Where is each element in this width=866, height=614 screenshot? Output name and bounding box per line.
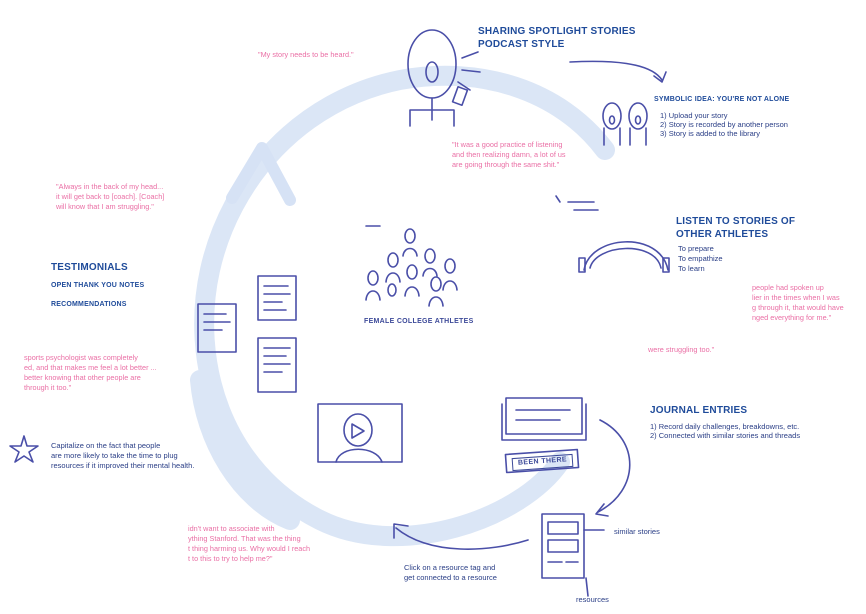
arrow-podcast-to-symbolic: [569, 60, 663, 81]
listen-title-2: OTHER ATHLETES: [676, 229, 769, 240]
cycle-arrowhead: [226, 142, 296, 206]
capitalize-2: are more likely to take the time to plug: [51, 451, 178, 460]
quote-listening-3: are going through the same shit.": [452, 160, 560, 169]
quote-psych-4: through it too.": [24, 383, 72, 392]
headphones-icon: [555, 195, 670, 273]
capitalize-1: Capitalize on the fact that people: [51, 441, 161, 450]
quote-spoken-1: people had spoken up: [752, 283, 824, 292]
quote-stanford-4: t to this to try to help me?": [188, 554, 273, 563]
speaker-icon: [407, 29, 481, 127]
listen-title-1: LISTEN TO STORIES OF: [676, 216, 796, 227]
arrow-journal-to-similar: [597, 419, 631, 513]
quote-spoken-2: lier in the times when I was: [752, 293, 840, 302]
podcast-title-2: PODCAST STYLE: [478, 39, 565, 50]
quote-coach-2: it will get back to [coach]. [Coach]: [56, 192, 165, 201]
testimonials-item-2: RECOMMENDATIONS: [51, 301, 127, 308]
center-label: FEMALE COLLEGE ATHLETES: [364, 318, 474, 325]
listen-item-3: To learn: [678, 264, 705, 273]
resources-label: resources: [576, 595, 609, 604]
two-people-icon: [602, 102, 648, 146]
star-icon: [9, 435, 39, 463]
quote-psych-2: ed, and that makes me feel a lot better …: [24, 363, 157, 372]
quote-stanford-3: t thing harming us. Why would I reach: [188, 544, 311, 553]
podcast-title-1: SHARING SPOTLIGHT STORIES: [478, 26, 636, 37]
similar-stories-label: similar stories: [614, 527, 660, 536]
symbolic-title: SYMBOLIC IDEA: YOU'RE NOT ALONE: [654, 96, 790, 103]
symbolic-step-2: 2) Story is recorded by another person: [660, 120, 788, 129]
quote-spoken-3: g through it, that would have: [752, 303, 844, 312]
arrow-similar-to-resource: [395, 527, 529, 550]
symbolic-step-1: 1) Upload your story: [660, 111, 728, 120]
cycle-circle-lower: [190, 370, 300, 530]
crowd-icon: [365, 225, 458, 307]
quote-spoken-4: nged everything for me.": [752, 313, 832, 322]
capitalize-3: resources if it improved their mental he…: [51, 461, 195, 470]
quote-listening-2: and then realizing damn, a lot of us: [452, 150, 566, 159]
symbolic-step-3: 3) Story is added to the library: [660, 129, 761, 138]
quote-heard: "My story needs to be heard.": [258, 50, 354, 59]
notes-icon: [197, 275, 297, 393]
quote-struggling: were struggling too.": [648, 345, 715, 354]
quote-psych-3: better knowing that other people are: [24, 373, 141, 382]
similar-stories-icon: [541, 513, 605, 597]
cycle-circle: [194, 65, 615, 547]
journal-stack-icon: [501, 397, 587, 474]
listen-item-2: To empathize: [678, 254, 723, 263]
quote-stanford-1: idn't want to associate with: [188, 524, 275, 533]
quote-coach-3: will know that I am struggling.": [56, 202, 154, 211]
testimonials-item-1: OPEN THANK YOU NOTES: [51, 282, 145, 289]
listen-item-1: To prepare: [678, 244, 714, 253]
quote-listening-1: "It was a good practice of listening: [452, 140, 563, 149]
quote-psych-1: sports psychologist was completely: [24, 353, 138, 362]
journal-item-1: 1) Record daily challenges, breakdowns, …: [650, 422, 800, 431]
resource-tag-1: Click on a resource tag and: [404, 563, 496, 572]
quote-coach-1: "Always in the back of my head...: [56, 182, 164, 191]
video-player-icon: [317, 403, 403, 463]
journal-title: JOURNAL ENTRIES: [650, 405, 748, 416]
journal-item-2: 2) Connected with similar stories and th…: [650, 431, 801, 440]
testimonials-title: TESTIMONIALS: [51, 262, 128, 273]
resource-tag-2: get connected to a resource: [404, 573, 497, 582]
quote-stanford-2: ything Stanford. That was the thing: [188, 534, 301, 543]
